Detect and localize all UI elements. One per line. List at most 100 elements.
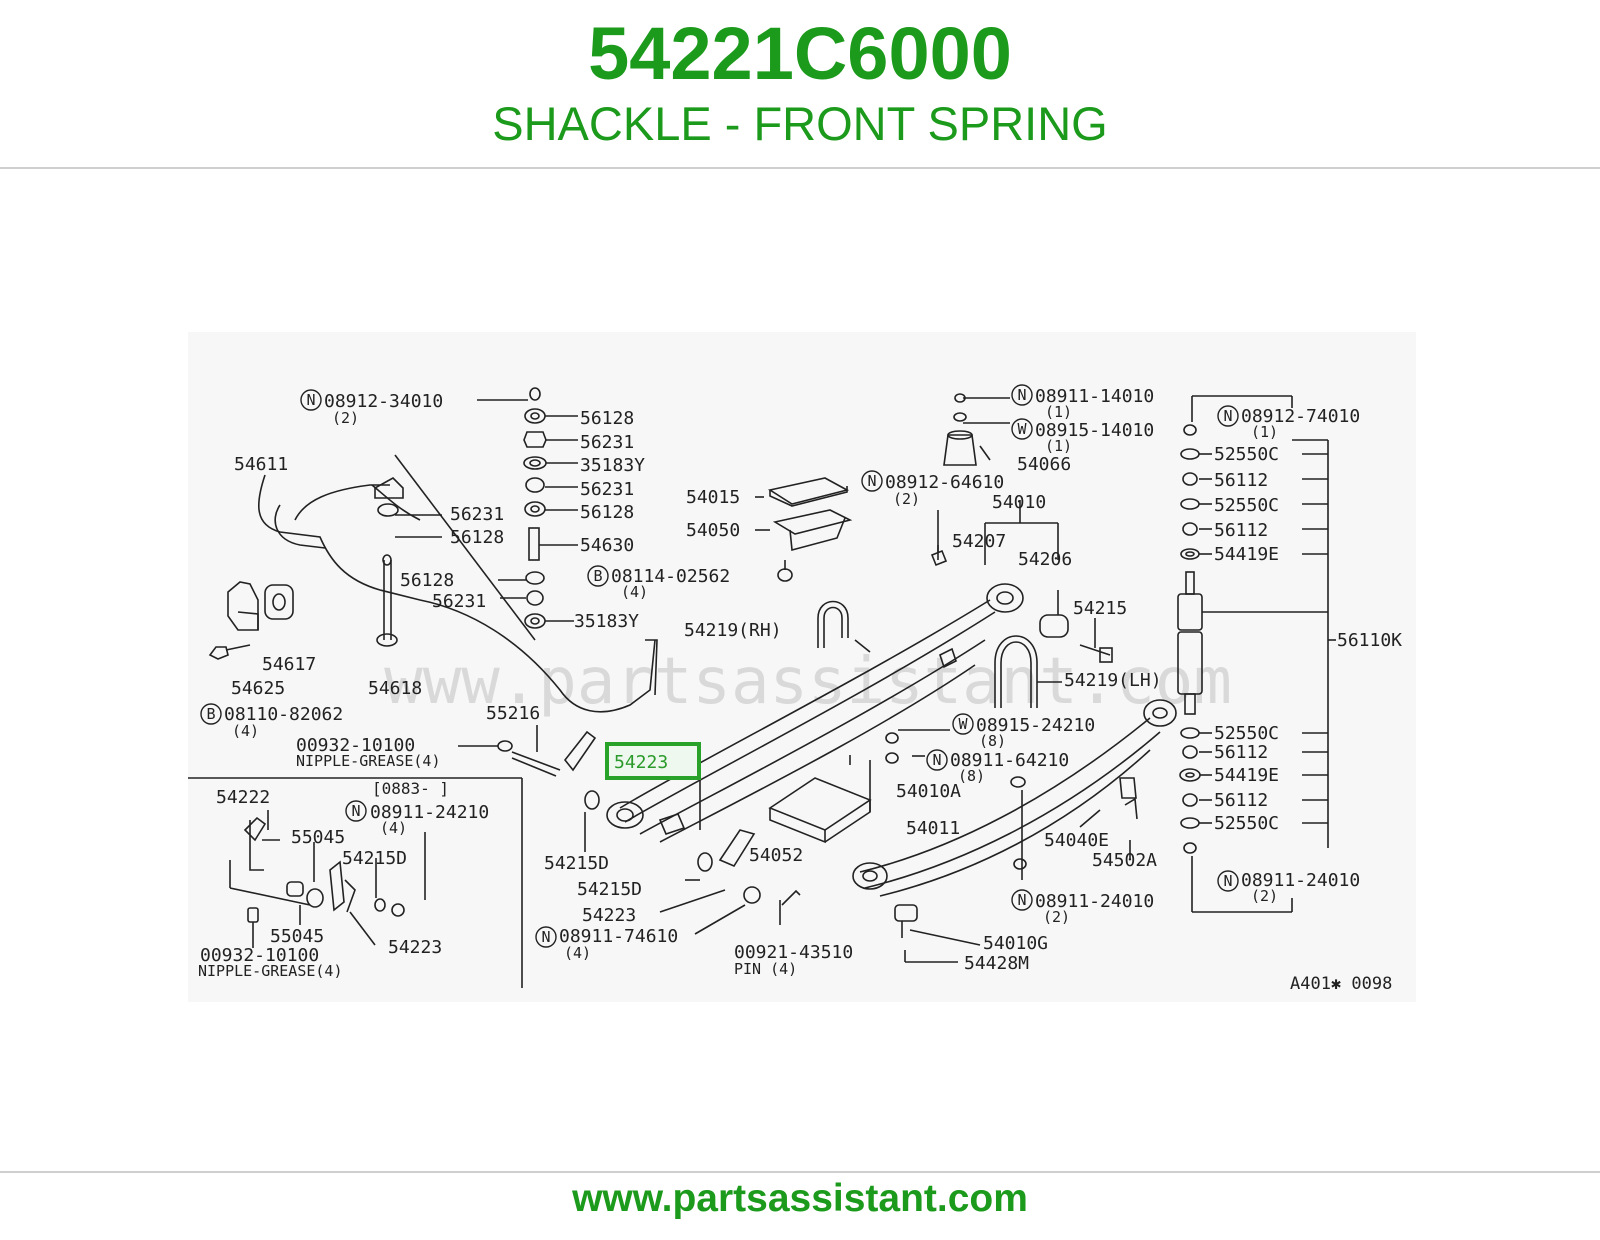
part-note: NIPPLE-GREASE(4) [198, 962, 343, 980]
part-label[interactable]: 54419E [1214, 544, 1279, 565]
quantity-label: (4) [564, 944, 591, 962]
b-marker-icon: B [587, 565, 609, 587]
part-label[interactable]: 52550C [1214, 495, 1279, 516]
part-label[interactable]: 08911-64210 [950, 750, 1069, 771]
highlighted-part-label[interactable]: 54223 [614, 752, 668, 773]
part-label[interactable]: 54215 [1073, 598, 1127, 619]
part-label[interactable]: 56112 [1214, 520, 1268, 541]
part-label[interactable]: 54618 [368, 678, 422, 699]
header-divider [0, 167, 1600, 169]
part-note: PIN (4) [734, 960, 797, 978]
part-label[interactable]: 55045 [270, 926, 324, 947]
part-label[interactable]: 08114-02562 [611, 566, 730, 587]
part-label[interactable]: 08915-14010 [1035, 420, 1154, 441]
part-label[interactable]: 54222 [216, 787, 270, 808]
part-label[interactable]: 56128 [580, 408, 634, 429]
highlighted-part-box[interactable] [605, 742, 701, 780]
part-label[interactable]: 56112 [1214, 470, 1268, 491]
part-label[interactable]: 56128 [580, 502, 634, 523]
part-label[interactable]: 08912-74010 [1241, 406, 1360, 427]
part-label[interactable]: 54630 [580, 535, 634, 556]
website-link[interactable]: www.partsassistant.com [572, 1177, 1028, 1220]
part-label[interactable]: 35183Y [580, 455, 645, 476]
part-label[interactable]: 54207 [952, 531, 1006, 552]
part-label[interactable]: 54066 [1017, 454, 1071, 475]
svg-text:N: N [1017, 891, 1026, 909]
part-label[interactable]: 35183Y [574, 611, 639, 632]
part-label[interactable]: 54015 [686, 487, 740, 508]
stabilizer-bar [258, 474, 658, 713]
stabilizer-link [374, 477, 404, 647]
part-label[interactable]: 08912-64610 [885, 472, 1004, 493]
part-label[interactable]: 00932-10100 [200, 945, 319, 966]
part-label[interactable]: 54215D [342, 848, 407, 869]
part-label[interactable]: 54052 [749, 845, 803, 866]
part-label[interactable]: 54011 [906, 818, 960, 839]
part-label[interactable]: 54215D [544, 853, 609, 874]
part-label[interactable]: 54050 [686, 520, 740, 541]
circle-markers: N B B N W N W N N N N N N [200, 384, 1239, 948]
part-label[interactable]: 00932-10100 [296, 735, 415, 756]
part-label[interactable]: 56112 [1214, 742, 1268, 763]
svg-text:N: N [932, 751, 941, 769]
part-label[interactable]: 54010A [896, 781, 961, 802]
part-label[interactable]: 54219(LH) [1064, 670, 1162, 691]
b-marker-icon: B [200, 703, 222, 725]
part-label[interactable]: 54010G [983, 933, 1048, 954]
part-label[interactable]: 56231 [432, 591, 486, 612]
part-label[interactable]: 56128 [400, 570, 454, 591]
part-label[interactable]: 54625 [231, 678, 285, 699]
n-marker-icon: N [861, 470, 883, 492]
part-label[interactable]: 08915-24210 [976, 715, 1095, 736]
part-label[interactable]: 56231 [580, 432, 634, 453]
svg-text:N: N [541, 928, 550, 946]
part-label[interactable]: 54206 [1018, 549, 1072, 570]
part-label[interactable]: 08911-24210 [370, 802, 489, 823]
part-label[interactable]: 54223 [388, 937, 442, 958]
quantity-label: (1) [1251, 423, 1278, 441]
part-label[interactable]: 54502A [1092, 850, 1157, 871]
part-label[interactable]: 54215D [577, 879, 642, 900]
part-label[interactable]: 54223 [582, 905, 636, 926]
stabilizer-clamp [208, 581, 294, 660]
part-label[interactable]: 52550C [1214, 444, 1279, 465]
part-label[interactable]: 08911-14010 [1035, 386, 1154, 407]
svg-text:B: B [593, 567, 602, 585]
part-label[interactable]: 08911-24010 [1241, 870, 1360, 891]
svg-text:N: N [1223, 407, 1232, 425]
part-label[interactable]: 52550C [1214, 723, 1279, 744]
diagram-background [188, 332, 1416, 1002]
part-label[interactable]: 56128 [450, 527, 504, 548]
part-label[interactable]: 56231 [450, 504, 504, 525]
part-label[interactable]: 54419E [1214, 765, 1279, 786]
part-label[interactable]: 54428M [964, 953, 1029, 974]
quantity-label: (2) [332, 409, 359, 427]
quantity-label: (4) [621, 583, 648, 601]
part-label[interactable]: 55045 [291, 827, 345, 848]
part-label[interactable]: 08912-34010 [324, 391, 443, 412]
part-label[interactable]: 56110K [1337, 630, 1402, 651]
part-label[interactable]: 56112 [1214, 790, 1268, 811]
part-label[interactable]: 56231 [580, 479, 634, 500]
part-label[interactable]: 08911-74610 [559, 926, 678, 947]
part-label[interactable]: 54617 [262, 654, 316, 675]
part-label[interactable]: 54040E [1044, 830, 1109, 851]
n-marker-icon: N [1217, 405, 1239, 427]
diagram-code: A401✱ 0098 [1290, 974, 1392, 994]
n-marker-icon: N [926, 749, 948, 771]
quantity-label: (4) [232, 722, 259, 740]
svg-text:W: W [1017, 420, 1027, 438]
spring-pad-54052 [768, 777, 872, 844]
bolts-nuts-right [885, 732, 1027, 870]
part-label[interactable]: 52550C [1214, 813, 1279, 834]
part-label[interactable]: 55216 [486, 703, 540, 724]
part-label[interactable]: 00921-43510 [734, 942, 853, 963]
part-label[interactable]: 08110-82062 [224, 704, 343, 725]
svg-text:W: W [958, 715, 968, 733]
part-label[interactable]: 54219(RH) [684, 620, 782, 641]
part-label[interactable]: 54010 [992, 492, 1046, 513]
part-label[interactable]: 08911-24010 [1035, 891, 1154, 912]
svg-text:N: N [351, 802, 360, 820]
part-label[interactable]: 54611 [234, 454, 288, 475]
